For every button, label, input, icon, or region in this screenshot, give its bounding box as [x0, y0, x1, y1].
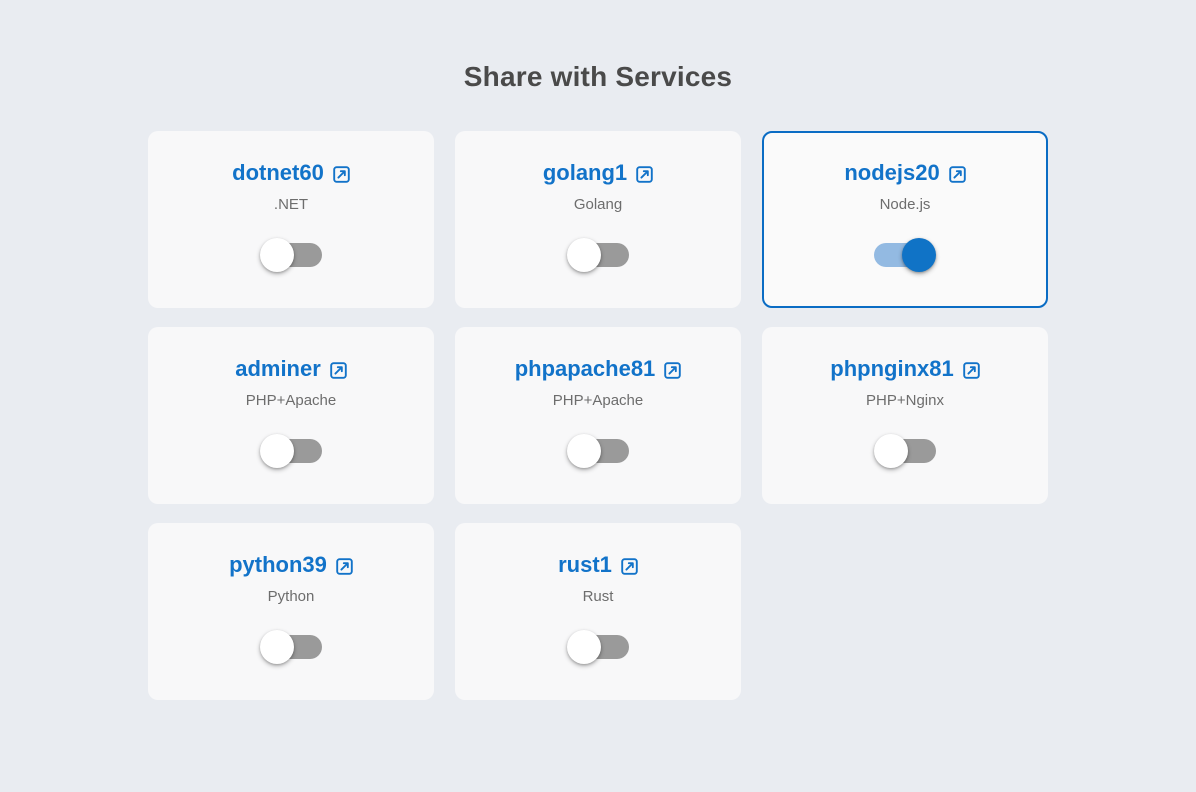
service-toggle-wrap: [764, 434, 1046, 468]
service-link-phpapache81[interactable]: phpapache81: [514, 356, 656, 381]
service-toggle-wrap: [764, 238, 1046, 272]
service-toggle-golang1[interactable]: [567, 238, 629, 272]
service-toggle-phpnginx81[interactable]: [874, 434, 936, 468]
toggle-knob[interactable]: [260, 434, 294, 468]
external-link-icon[interactable]: [664, 361, 682, 379]
service-link-nodejs20[interactable]: nodejs20: [844, 160, 940, 185]
toggle-knob[interactable]: [567, 238, 601, 272]
service-card-nodejs20[interactable]: nodejs20 Node.js: [762, 131, 1048, 308]
service-link-python39[interactable]: python39: [229, 552, 327, 577]
external-link-icon[interactable]: [948, 165, 966, 183]
service-card-header: nodejs20: [844, 159, 966, 187]
external-link-icon[interactable]: [962, 361, 980, 379]
service-toggle-wrap: [150, 630, 432, 664]
external-link-icon[interactable]: [621, 557, 638, 575]
service-link-adminer[interactable]: adminer: [235, 356, 321, 381]
service-stack-label: PHP+Apache: [245, 392, 337, 409]
toggle-knob[interactable]: [260, 238, 294, 272]
service-toggle-wrap: [457, 434, 739, 468]
service-toggle-rust1[interactable]: [567, 630, 629, 664]
toggle-knob[interactable]: [260, 630, 294, 664]
service-link-dotnet60[interactable]: dotnet60: [232, 160, 324, 185]
service-card-rust1[interactable]: rust1 Rust: [455, 523, 741, 700]
service-toggle-wrap: [150, 238, 432, 272]
service-stack-label: Rust: [582, 588, 614, 605]
service-stack-label: Golang: [573, 196, 623, 213]
service-card-header: python39: [229, 551, 353, 579]
toggle-knob[interactable]: [902, 238, 936, 272]
service-stack-label: .NET: [273, 196, 309, 213]
external-link-icon[interactable]: [336, 557, 353, 575]
service-card-python39[interactable]: python39 Python: [148, 523, 434, 700]
service-stack-label: Node.js: [879, 196, 931, 213]
service-card-golang1[interactable]: golang1 Golang: [455, 131, 741, 308]
service-toggle-wrap: [150, 434, 432, 468]
service-link-rust1[interactable]: rust1: [558, 552, 612, 577]
service-stack-label: PHP+Nginx: [866, 392, 944, 409]
external-link-icon[interactable]: [330, 361, 347, 379]
service-card-header: dotnet60: [232, 159, 350, 187]
service-link-phpnginx81[interactable]: phpnginx81: [830, 356, 954, 381]
service-toggle-phpapache81[interactable]: [567, 434, 629, 468]
toggle-knob[interactable]: [874, 434, 908, 468]
service-toggle-dotnet60[interactable]: [260, 238, 322, 272]
service-card-phpapache81[interactable]: phpapache81 PHP+Apache: [455, 327, 741, 504]
services-grid: dotnet60 .NET golang1: [148, 94, 1048, 700]
toggle-knob[interactable]: [567, 434, 601, 468]
external-link-icon[interactable]: [636, 165, 653, 183]
service-link-golang1[interactable]: golang1: [542, 160, 628, 185]
service-toggle-nodejs20[interactable]: [874, 238, 936, 272]
service-card-adminer[interactable]: adminer PHP+Apache: [148, 327, 434, 504]
service-toggle-adminer[interactable]: [260, 434, 322, 468]
service-card-header: rust1: [558, 551, 638, 579]
page-title: Share with Services: [463, 61, 733, 92]
service-stack-label: PHP+Apache: [552, 392, 644, 409]
service-toggle-wrap: [457, 630, 739, 664]
service-stack-label: Python: [267, 588, 315, 605]
service-card-phpnginx81[interactable]: phpnginx81 PHP+Nginx: [762, 327, 1048, 504]
toggle-knob[interactable]: [567, 630, 601, 664]
service-card-dotnet60[interactable]: dotnet60 .NET: [148, 131, 434, 308]
service-toggle-wrap: [457, 238, 739, 272]
service-toggle-python39[interactable]: [260, 630, 322, 664]
external-link-icon[interactable]: [333, 165, 350, 183]
service-card-header: adminer: [235, 355, 347, 383]
service-card-header: phpnginx81: [830, 355, 980, 383]
service-card-header: phpapache81: [515, 355, 682, 383]
service-card-header: golang1: [543, 159, 653, 187]
